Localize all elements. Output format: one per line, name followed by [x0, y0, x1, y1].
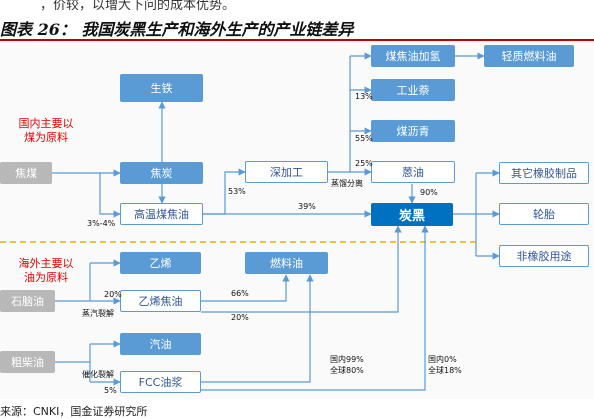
- label-90pct: 90%: [420, 188, 438, 197]
- node-anthracene-oil: 蒽油: [371, 161, 455, 183]
- node-crude-diesel: 粗柴油: [0, 351, 55, 373]
- diagram-panel: [0, 41, 594, 399]
- label-20pct-b: 20%: [231, 313, 249, 322]
- label-39pct: 39%: [298, 202, 316, 211]
- label-distill: 蒸馏分离: [331, 179, 363, 188]
- node-coal-pitch: 煤沥青: [371, 120, 455, 142]
- node-other-rubber: 其它橡胶制品: [499, 162, 589, 184]
- node-naphtha: 石脑油: [0, 290, 55, 312]
- node-tire: 轮胎: [499, 203, 589, 225]
- label-cat-crack: 催化裂解: [82, 370, 114, 379]
- node-industrial-naphthalene: 工业萘: [371, 79, 455, 101]
- node-fuel-oil: 燃料油: [245, 252, 328, 274]
- node-fcc-slurry: FCC油浆: [120, 371, 201, 393]
- node-pig-iron: 生铁: [120, 74, 203, 102]
- label-53pct: 53%: [228, 187, 246, 196]
- label-steam-crack: 蒸汽裂解: [82, 309, 114, 318]
- node-ethylene: 乙烯: [120, 252, 201, 274]
- domestic-region-label: 国内主要以煤为原料: [18, 117, 74, 144]
- node-coal-tar-hydro: 煤焦油加氢: [371, 45, 455, 67]
- node-deep-processing: 深加工: [245, 161, 328, 183]
- label-5pct: 5%: [104, 386, 117, 395]
- label-domestic-0: 国内0%: [428, 355, 457, 364]
- label-global-80: 全球80%: [330, 366, 364, 375]
- title-bar: 图表 26： 我国炭黑生产和海外生产的产业链差异: [0, 13, 594, 41]
- node-ht-coal-tar: 高温煤焦油: [120, 203, 203, 225]
- top-text-fragment: ，价较，以增大下问的成本优势。: [40, 0, 236, 13]
- label-20pct-a: 20%: [104, 290, 122, 299]
- node-coke: 焦炭: [120, 162, 203, 184]
- label-25pct: 25%: [355, 159, 373, 168]
- label-66pct: 66%: [231, 289, 249, 298]
- label-13pct: 13%: [355, 92, 373, 101]
- region-divider: [0, 241, 476, 243]
- node-light-fuel-oil: 轻质燃料油: [484, 45, 574, 67]
- figure-title: 图表 26： 我国炭黑生产和海外生产的产业链差异: [0, 20, 354, 39]
- node-gasoline: 汽油: [120, 333, 201, 355]
- overseas-region-label: 海外主要以油为原料: [18, 257, 74, 284]
- node-carbon-black: 炭黑: [371, 203, 453, 226]
- node-coking-coal: 焦煤: [0, 162, 52, 184]
- node-ethylene-tar: 乙烯焦油: [120, 290, 201, 312]
- node-non-rubber: 非橡胶用途: [499, 245, 589, 267]
- label-55pct: 55%: [355, 134, 373, 143]
- label-global-18: 全球18%: [428, 366, 462, 375]
- label-3-4pct: 3%-4%: [87, 219, 116, 228]
- source-note: 来源：CNKI，国金证券研究所: [0, 405, 148, 418]
- label-domestic-99: 国内99%: [330, 355, 364, 364]
